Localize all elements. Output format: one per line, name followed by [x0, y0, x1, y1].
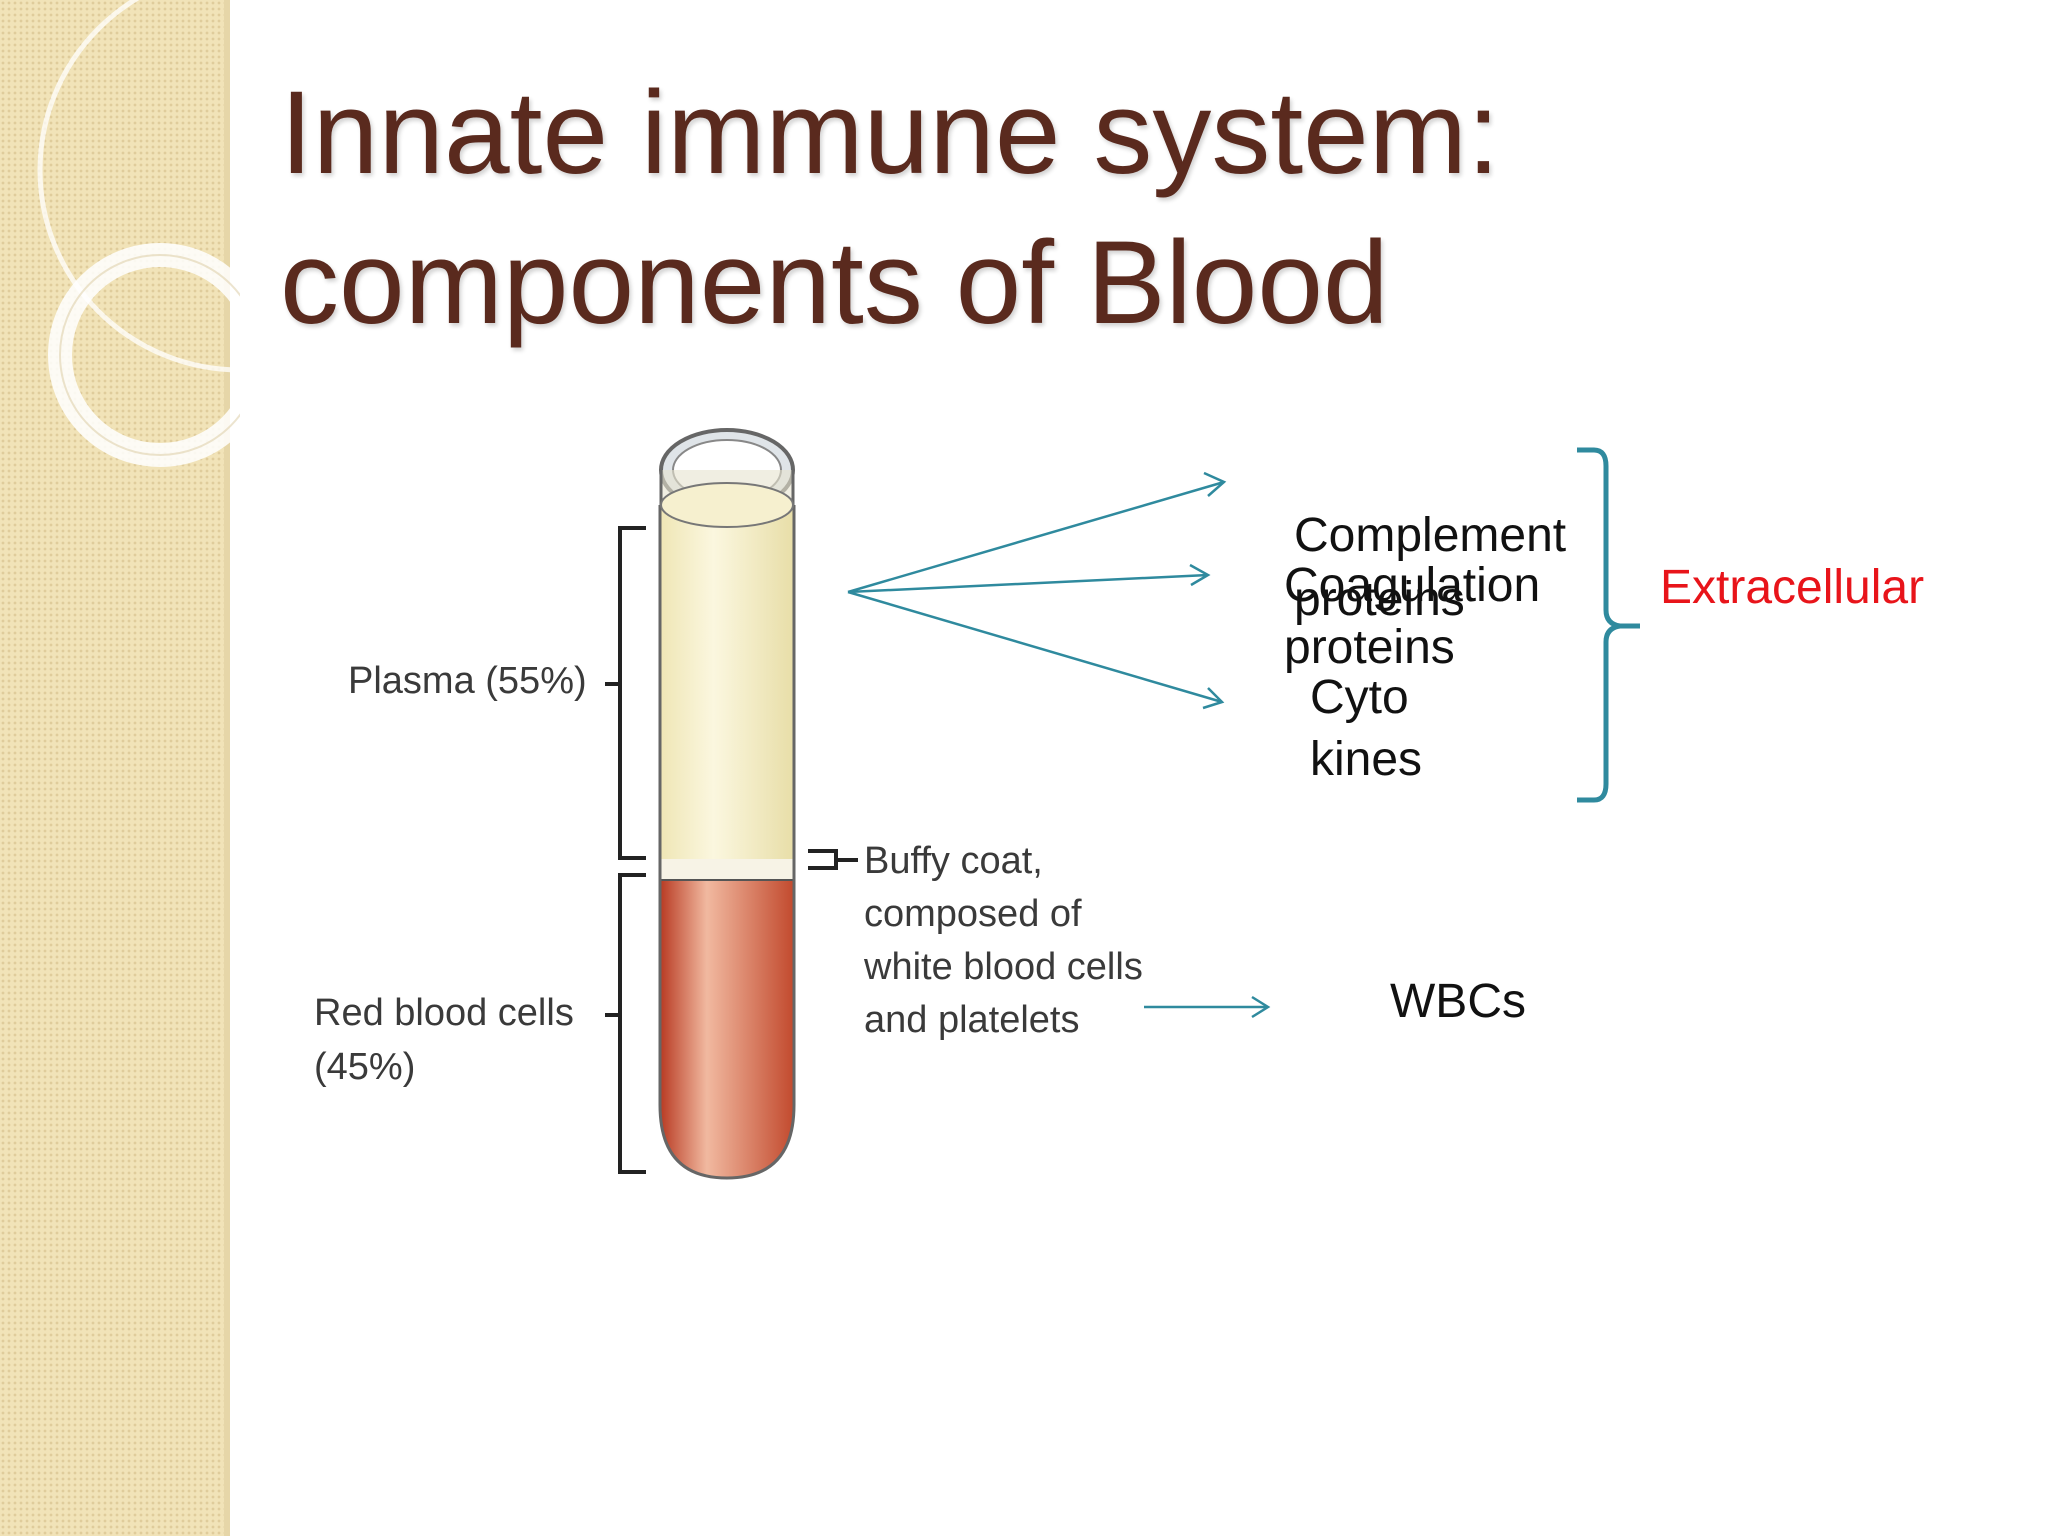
- plasma-layer: [660, 505, 794, 859]
- extracellular-brace: [1577, 447, 1640, 803]
- complement-label-line-1: Complement: [1294, 509, 1567, 562]
- coagulation-label-line-2: proteins: [1284, 621, 1455, 674]
- cytokines-label-line-1: Cyto: [1310, 671, 1409, 724]
- complement-label-line-2: proteins: [1294, 573, 1465, 626]
- side-band-edge: [224, 0, 230, 1536]
- buffy-coat-label-line-4: and platelets: [864, 999, 1080, 1041]
- plasma-label: Plasma (55%): [348, 660, 587, 702]
- rbc-label-line-1: Red blood cells: [314, 992, 574, 1034]
- wbc-arrow: [1144, 995, 1271, 1019]
- test-tube: [658, 428, 796, 1180]
- buffy-coat-layer: [659, 857, 795, 881]
- coagulation-label-line-1: Coagulation: [1284, 559, 1541, 612]
- slide-title-line-2: components of Blood: [280, 217, 1389, 349]
- slide-title: Innate immune system: components of Bloo…: [280, 58, 1500, 358]
- wbcs-label: WBCs: [1390, 975, 1526, 1028]
- cytokines-label-line-2: kines: [1310, 733, 1423, 786]
- rbc-bracket: [605, 873, 646, 1174]
- buffy-coat-label-line-2: composed of: [864, 893, 1082, 935]
- plasma-arrows: [847, 471, 1227, 710]
- buffy-coat-label-line-1: Buffy coat,: [864, 840, 1043, 882]
- decorative-rings: [37, 0, 240, 467]
- extracellular-label: Extracellular: [1660, 561, 1925, 614]
- slide-title-line-1: Innate immune system:: [280, 67, 1500, 199]
- buffy-coat-label-line-3: white blood cells: [864, 946, 1143, 988]
- buffy-coat-pointer: [808, 849, 858, 870]
- rbc-label-line-2: (45%): [314, 1046, 416, 1088]
- red-blood-cell-layer: [660, 878, 794, 1178]
- plasma-bracket: [605, 526, 646, 860]
